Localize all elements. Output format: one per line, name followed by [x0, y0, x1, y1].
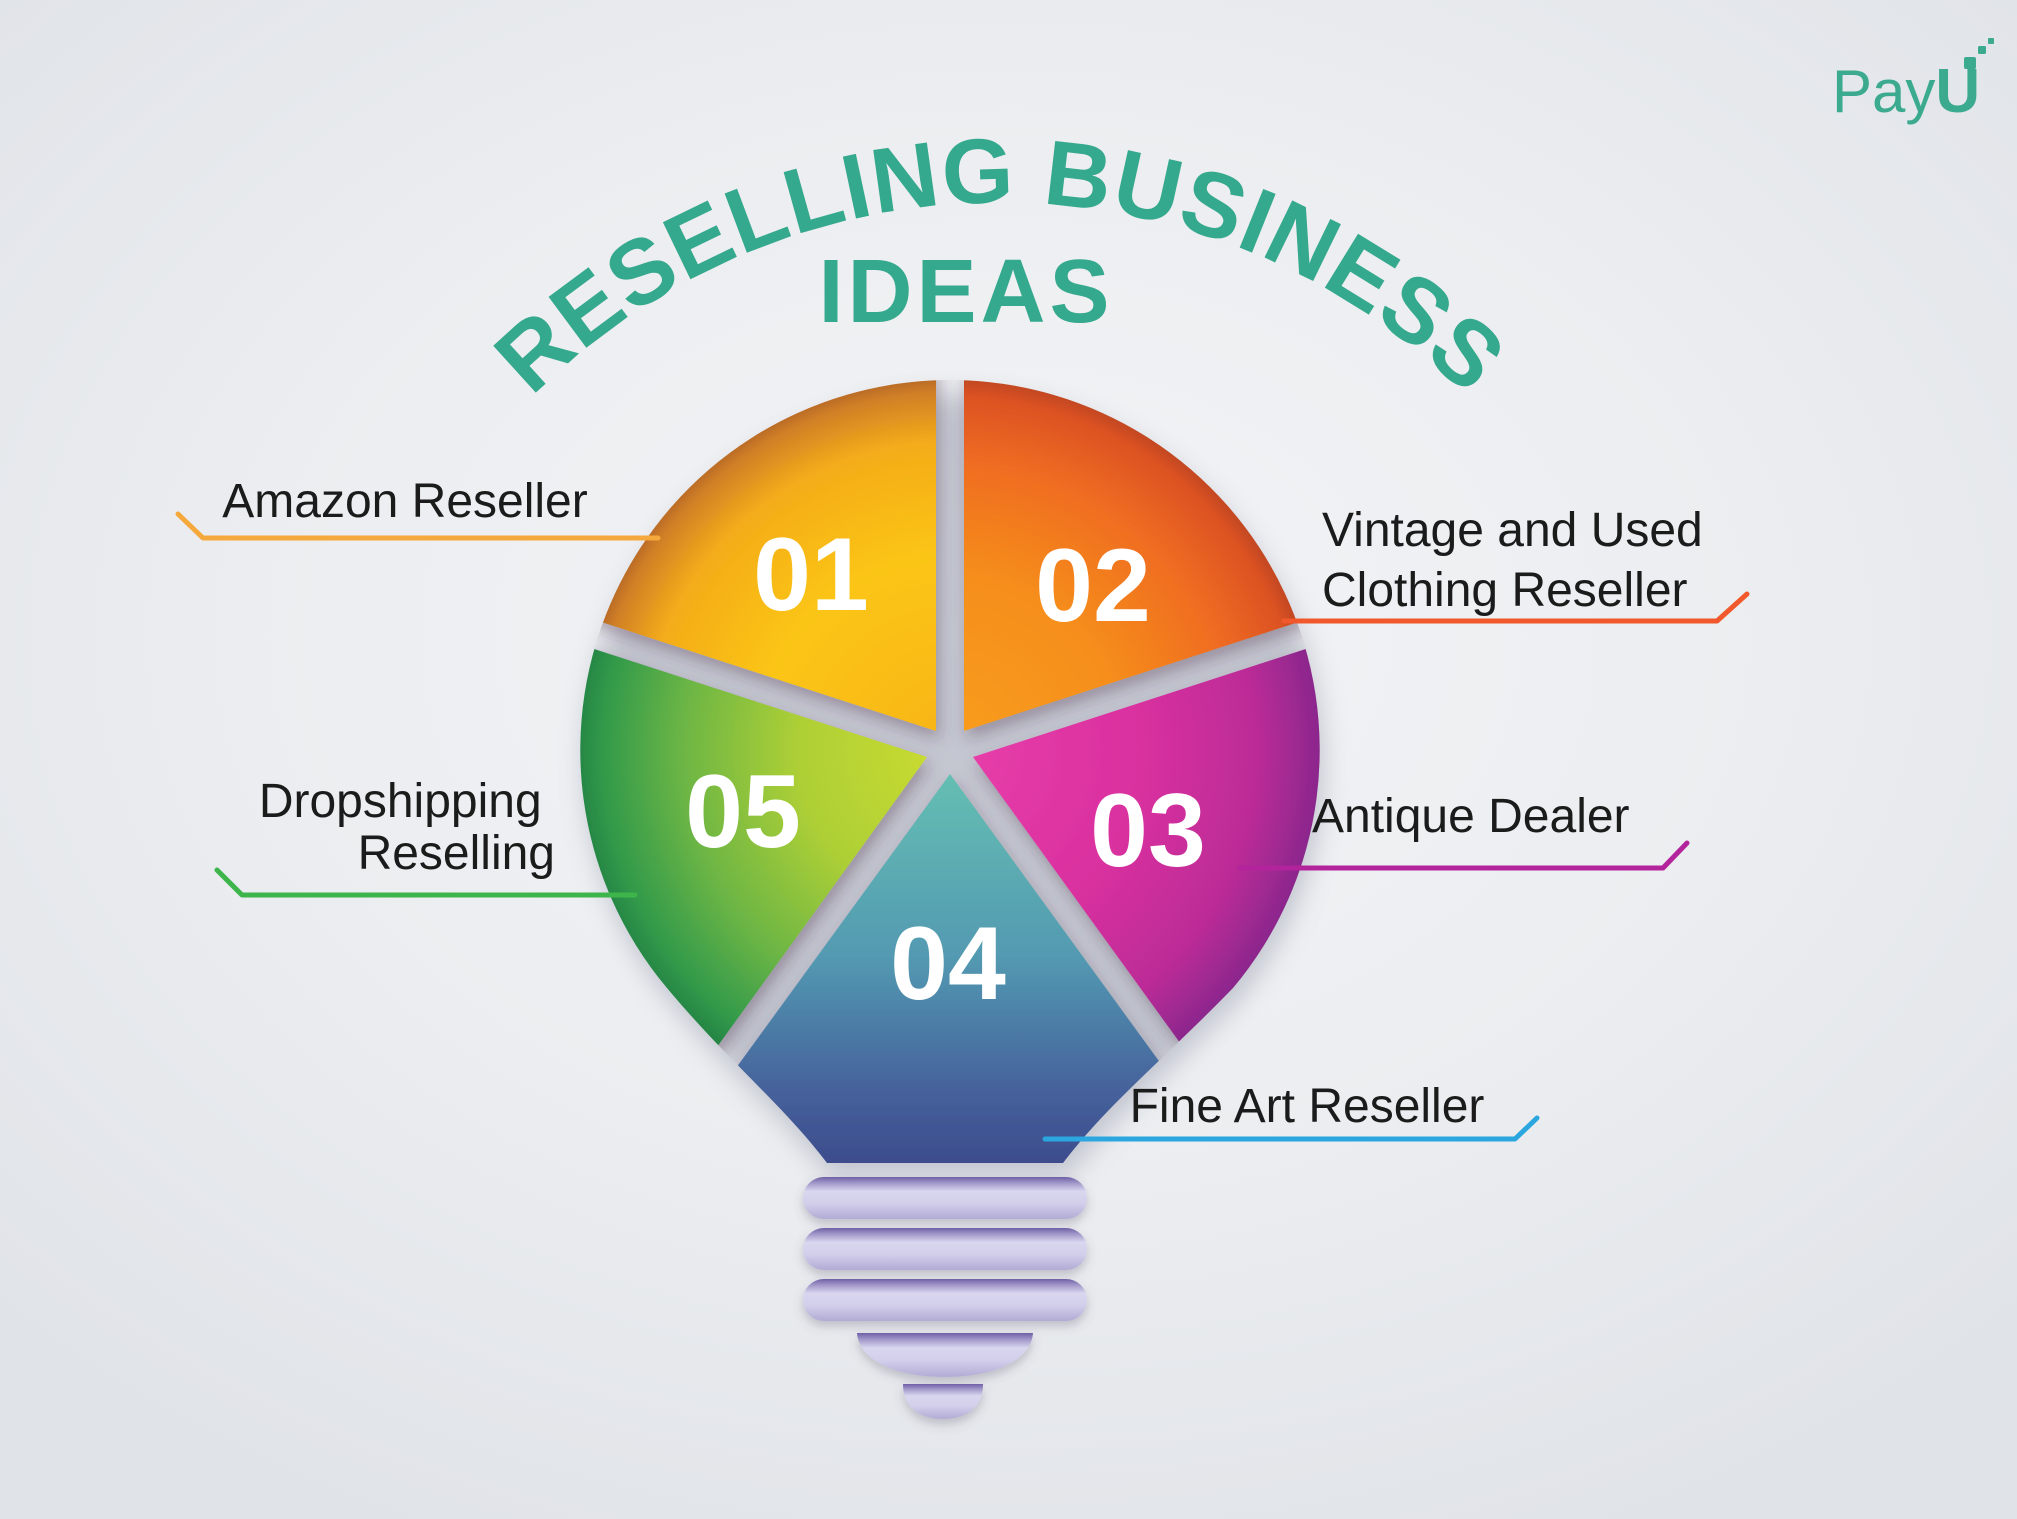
- bulb-thread: [803, 1228, 1087, 1270]
- title-ideas-text: IDEAS: [818, 242, 1113, 342]
- payu-logo: PayU: [1832, 38, 1994, 126]
- segment-numbers: 01 02 03 04 05: [685, 517, 1206, 1022]
- vintage-callout-label-line1: Vintage and Used: [1322, 504, 1703, 557]
- payu-pixel-icon: [1964, 57, 1976, 69]
- dropship-callout-label: Dropshipping Reselling: [259, 775, 555, 880]
- bulb-thread: [803, 1279, 1087, 1321]
- bulb-tip: [903, 1384, 983, 1419]
- payu-pixel-icon: [1988, 38, 1994, 44]
- bulb-thread: [803, 1177, 1087, 1219]
- segment-04-number: 04: [890, 906, 1006, 1022]
- segment-03-wedge: [973, 572, 1320, 1163]
- payu-logo-pay: Pay: [1832, 58, 1935, 125]
- dropship-callout-label-line1: Dropshipping: [259, 775, 542, 828]
- segment-02-number: 02: [1035, 528, 1151, 644]
- callout-lines: [175, 511, 1750, 1142]
- payu-logo-text: PayU: [1832, 57, 1980, 126]
- bulb-collar: [857, 1333, 1033, 1377]
- fineart-callout-line: [1042, 1115, 1540, 1142]
- segment-03-number: 03: [1090, 773, 1206, 889]
- antique-callout-line: [1237, 840, 1690, 871]
- dropship-callout-label-line2: Reselling: [358, 827, 555, 880]
- bulb-base: [803, 1177, 1087, 1419]
- vintage-callout-line: [1281, 591, 1750, 624]
- payu-pixel-icon: [1978, 46, 1986, 54]
- dropship-callout-line: [214, 867, 638, 898]
- amazon-callout-label: Amazon Reseller: [222, 475, 588, 528]
- vintage-callout-label-line2: Clothing Reseller: [1322, 564, 1688, 617]
- segment-05-wedge: [580, 572, 927, 1163]
- segment-01-number: 01: [753, 517, 869, 633]
- segment-05-number: 05: [685, 754, 801, 870]
- vintage-callout-label: Vintage and Used Clothing Reseller: [1322, 504, 1716, 617]
- callout-labels: Amazon Reseller Vintage and Used Clothin…: [222, 475, 1716, 1133]
- antique-callout-label: Antique Dealer: [1312, 790, 1630, 843]
- amazon-callout-line: [175, 511, 661, 541]
- fineart-callout-label: Fine Art Reseller: [1130, 1080, 1485, 1133]
- page-title: RESELLING BUSINESS IDEAS: [476, 120, 1523, 412]
